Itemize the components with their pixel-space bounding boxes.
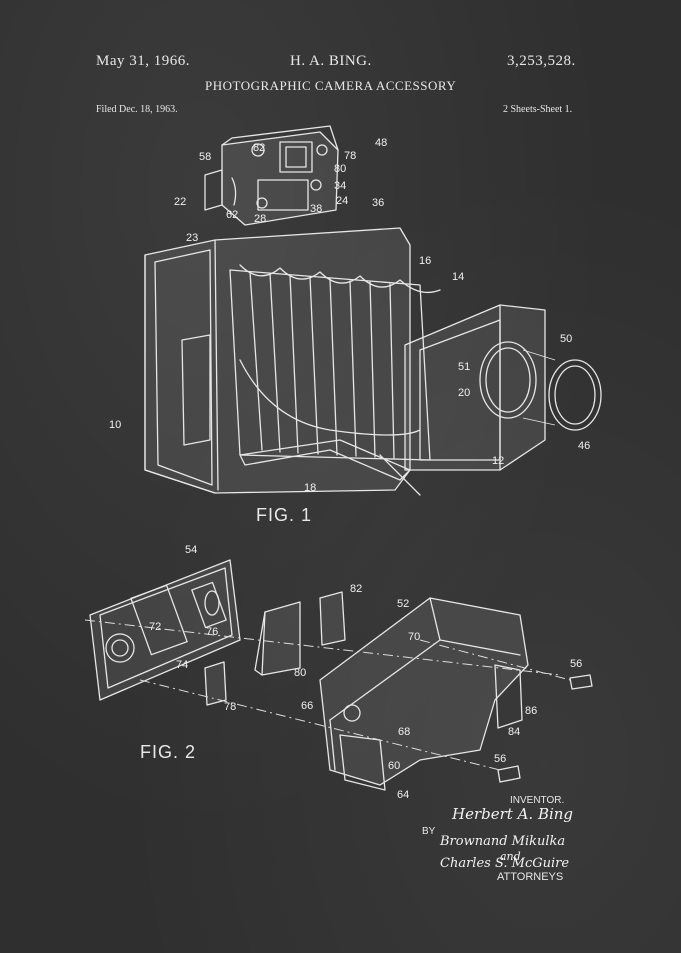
ref-numeral: 70 [408,631,420,643]
ref-numeral: 82 [253,142,265,154]
ref-numeral: 82 [350,583,362,595]
ref-numeral: 20 [458,387,470,399]
fig2-exploded-drawing [84,559,593,791]
ref-numeral: 84 [508,726,520,738]
ref-numeral: 78 [344,150,356,162]
ref-numeral: 14 [452,271,464,283]
ref-numeral: 23 [186,232,198,244]
filed-date: Filed Dec. 18, 1963. [96,104,178,115]
ref-numeral: 22 [174,196,186,208]
ref-numeral: 12 [492,455,504,467]
sheet-count: 2 Sheets-Sheet 1. [503,104,573,115]
attorneys-label: ATTORNEYS [497,871,564,883]
ref-numeral: 46 [578,440,590,452]
ref-numeral: 78 [224,701,236,713]
inventor-label: INVENTOR. [510,795,565,806]
ref-numeral: 50 [560,333,572,345]
patent-title: PHOTOGRAPHIC CAMERA ACCESSORY [205,78,457,93]
ref-numeral: 62 [226,209,238,221]
ref-numeral: 56 [494,753,506,765]
fig1-camera-drawing [144,125,602,496]
inventor-signature: Herbert A. Bing [452,805,574,823]
ref-numeral: 52 [397,598,409,610]
ref-numeral: 18 [304,482,316,494]
attorney-signature-1: Brownand Mikulka [440,834,566,849]
ref-numeral: 16 [419,255,431,267]
patent-number: 3,253,528. [507,53,576,69]
ref-numeral: 24 [336,195,348,207]
and-word: and [500,850,521,863]
ref-numeral: 80 [334,163,346,175]
ref-numeral: 58 [199,151,211,163]
ref-numeral: 56 [570,658,582,670]
ref-numeral: 72 [149,621,161,633]
patent-date: May 31, 1966. [96,53,190,69]
ref-numeral: 38 [310,203,322,215]
ref-numeral: 60 [388,760,400,772]
by-label: BY [422,826,436,837]
ref-numeral: 86 [525,705,537,717]
attorney-signature-2: Charles S. McGuire [440,856,570,871]
ref-numeral: 36 [372,197,384,209]
ref-numeral: 68 [398,726,410,738]
ref-numeral: 28 [254,213,266,225]
ref-numeral: 51 [458,361,470,373]
ref-numeral: 80 [294,667,306,679]
ref-numeral: 54 [185,544,197,556]
ref-numeral: 76 [206,626,218,638]
ref-numeral: 34 [334,180,346,192]
ref-numeral: 64 [397,789,409,801]
ref-numeral: 66 [301,700,313,712]
fig1-label: FIG. 1 [256,505,313,525]
fig2-reference-numerals: 54 52 82 70 72 76 74 80 56 78 66 68 86 8… [149,544,582,801]
ref-numeral: 48 [375,137,387,149]
fig2-label: FIG. 2 [140,742,197,762]
fig1-reference-numerals: 48 82 78 58 80 34 22 62 28 38 24 36 23 1… [109,137,590,494]
inventor-name: H. A. BING. [290,53,372,69]
ref-numeral: 74 [176,659,188,671]
ref-numeral: 10 [109,419,121,431]
